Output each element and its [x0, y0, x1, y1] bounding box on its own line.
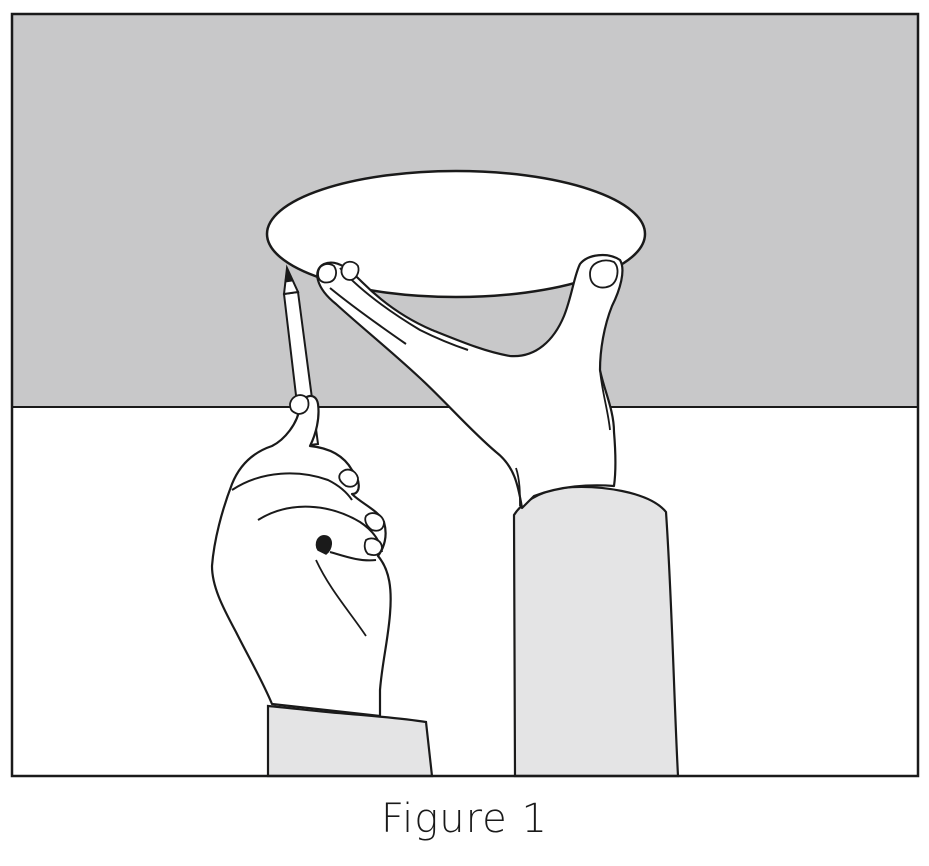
left-hand-finger-line	[329, 551, 377, 562]
pencil-lead	[284, 266, 293, 283]
right-thumbnail	[589, 259, 619, 289]
right-hand-finger-line	[339, 267, 469, 351]
right-fingernail	[317, 263, 337, 284]
left-hand-knuckle	[315, 535, 332, 555]
right-sleeve	[512, 485, 680, 778]
cutout-template	[265, 169, 647, 299]
wall-panel	[12, 407, 918, 776]
left-fingernail	[363, 537, 383, 556]
right-hand	[316, 254, 624, 510]
figure-caption: Figure 1	[381, 796, 548, 842]
left-hand-palm-line	[315, 559, 367, 637]
installation-illustration	[10, 12, 920, 778]
left-fingernail	[364, 512, 385, 532]
left-hand-finger-line	[231, 472, 353, 501]
right-fingernail	[340, 260, 360, 281]
left-fingernail	[338, 468, 359, 488]
figure-frame	[10, 12, 920, 778]
left-fingernail	[289, 394, 310, 415]
right-palm-crease	[515, 369, 611, 507]
right-hand-finger-line	[329, 287, 407, 345]
left-sleeve	[266, 704, 434, 778]
